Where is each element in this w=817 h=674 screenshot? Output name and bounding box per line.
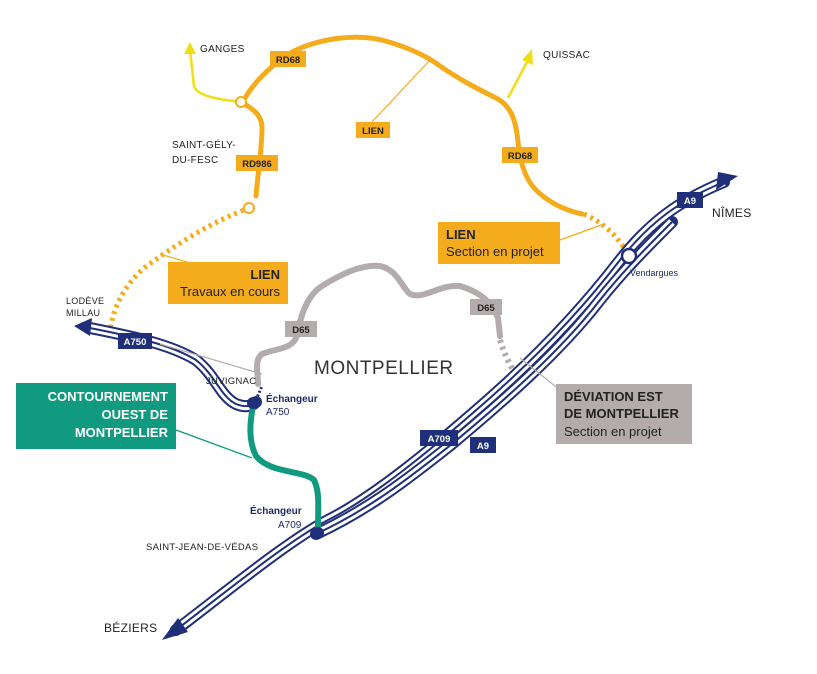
tag-rd68-left: RD68 <box>270 51 306 67</box>
ganges-arrow-icon <box>184 42 196 54</box>
lien-projet-leader <box>559 223 605 241</box>
svg-text:A709: A709 <box>428 434 451 445</box>
contournement-ouest-road <box>247 403 322 533</box>
callout-lien-travaux: LIEN Travaux en cours <box>168 262 288 304</box>
nimes-arrow-icon <box>716 172 738 190</box>
echangeur-a709-dot <box>312 527 324 539</box>
echangeur-a709-line1: Échangeur <box>250 504 302 517</box>
place-lodeve: LODÈVE <box>66 296 104 306</box>
echangeur-a750-line1: Échangeur <box>266 392 318 405</box>
place-millau: MILLAU <box>66 308 100 318</box>
svg-text:RD68: RD68 <box>508 151 532 162</box>
svg-text:LIEN: LIEN <box>362 126 384 137</box>
place-quissac: QUISSAC <box>543 50 590 61</box>
callout-lien-projet: LIEN Section en projet <box>438 222 560 264</box>
beziers-arrow-icon <box>162 618 188 640</box>
a9-a709-motorway <box>170 176 730 636</box>
place-beziers: BÉZIERS <box>104 620 157 635</box>
tag-a709: A709 <box>420 430 458 446</box>
contournement-leader <box>175 429 253 459</box>
svg-text:RD986: RD986 <box>242 159 272 170</box>
tag-a9-top: A9 <box>677 192 703 208</box>
svg-text:Section en projet: Section en projet <box>446 244 544 259</box>
svg-text:LIEN: LIEN <box>446 227 476 242</box>
vendargues-junction <box>620 247 638 265</box>
callout-deviation: DÉVIATION EST DE MONTPELLIER Section en … <box>556 384 692 444</box>
tag-rd986: RD986 <box>236 155 278 171</box>
quissac-arrow-icon <box>522 49 533 65</box>
echangeur-a709-line2: A709 <box>278 520 302 531</box>
a750-connector-dotted <box>254 385 264 401</box>
tag-a750: A750 <box>118 333 152 349</box>
place-vendargues: Vendargues <box>630 268 679 278</box>
svg-text:A9: A9 <box>684 196 696 207</box>
svg-text:LIEN: LIEN <box>250 267 280 282</box>
svg-text:OUEST DE: OUEST DE <box>102 407 169 422</box>
place-ganges: GANGES <box>200 44 245 55</box>
juvignac-leader <box>159 343 263 375</box>
tag-rd68-right: RD68 <box>502 147 538 163</box>
svg-text:D65: D65 <box>292 325 310 336</box>
svg-text:DÉVIATION EST: DÉVIATION EST <box>564 389 663 404</box>
callout-contournement: CONTOURNEMENT OUEST DE MONTPELLIER <box>16 383 176 449</box>
svg-text:Travaux en cours: Travaux en cours <box>180 284 280 299</box>
tag-a9-bottom: A9 <box>470 437 496 453</box>
place-montpellier: MONTPELLIER <box>314 358 454 379</box>
place-nimes: NÎMES <box>712 205 752 220</box>
svg-text:D65: D65 <box>477 303 495 314</box>
svg-text:RD68: RD68 <box>276 55 300 66</box>
svg-text:A750: A750 <box>124 337 147 348</box>
echangeur-a750-line2: A750 <box>266 407 290 418</box>
lien-travaux-dotted <box>107 205 251 331</box>
place-juvignac: JUVIGNAC <box>206 376 256 387</box>
lien-leader-line <box>371 59 431 123</box>
place-saint-gely-1: SAINT-GÉLY- <box>172 138 236 151</box>
svg-text:Section en projet: Section en projet <box>564 424 662 439</box>
lien-end-junction <box>243 202 255 214</box>
d65-road <box>254 262 503 387</box>
echangeur-a750-dot <box>247 397 259 409</box>
ganges-branch <box>188 49 242 104</box>
deviation-leader <box>519 357 561 391</box>
tag-d65-right: D65 <box>470 299 502 315</box>
svg-text:MONTPELLIER: MONTPELLIER <box>75 425 169 440</box>
quissac-branch <box>506 59 530 99</box>
svg-text:DE MONTPELLIER: DE MONTPELLIER <box>564 406 679 421</box>
svg-text:CONTOURNEMENT: CONTOURNEMENT <box>48 389 168 404</box>
place-saint-jean: SAINT-JEAN-DE-VÉDAS <box>146 542 258 553</box>
tag-d65-left: D65 <box>285 321 317 337</box>
tag-lien: LIEN <box>356 122 390 138</box>
place-saint-gely-2: DU-FESC <box>172 155 219 166</box>
svg-text:A9: A9 <box>477 441 489 452</box>
lien-projet-dotted <box>582 211 631 256</box>
saint-gely-junction <box>235 96 247 108</box>
millau-arrow-icon <box>74 318 92 336</box>
